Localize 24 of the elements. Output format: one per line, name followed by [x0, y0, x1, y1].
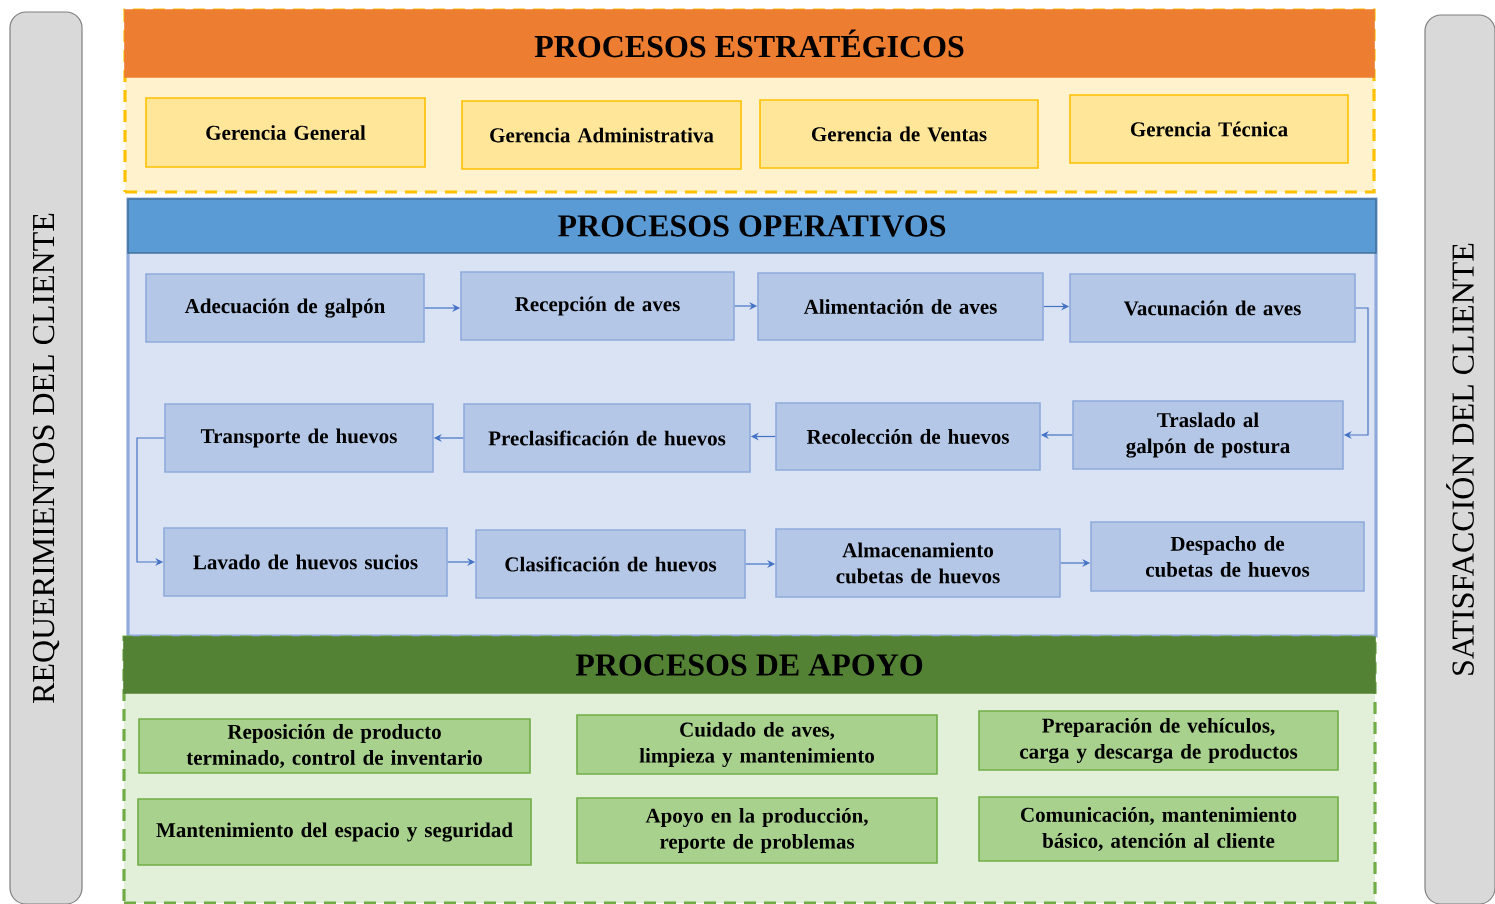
process-box: Gerencia de Ventas [759, 99, 1039, 169]
process-box: Recepción de aves [460, 271, 735, 341]
process-box: Reposición de producto terminado, control de inventario [138, 718, 531, 774]
process-box: Recolección de huevos [775, 402, 1041, 471]
process-box: Mantenimiento del espacio y seguridad [137, 798, 532, 866]
process-box: Traslado al galpón de postura [1072, 400, 1344, 470]
process-box: Lavado de huevos sucios [163, 527, 448, 597]
process-box: Clasificación de huevos [475, 529, 746, 599]
side-band: SATISFACCIÓN DEL CLIENTE [1424, 14, 1495, 904]
process-box: Cuidado de aves, limpieza y mantenimiento [576, 714, 938, 775]
process-box: Comunicación, mantenimiento básico, atención al cliente [978, 796, 1339, 862]
process-box: Apoyo en la producción, reporte de problemas [576, 797, 938, 864]
process-box: Alimentación de aves [757, 272, 1044, 341]
process-box: Vacunación de aves [1069, 273, 1356, 343]
process-box: Preclasificación de huevos [463, 403, 751, 473]
process-box: Gerencia Técnica [1069, 94, 1349, 164]
side-band: REQUERIMIENTOS DEL CLIENTE [9, 11, 83, 904]
process-box: Transporte de huevos [164, 403, 434, 473]
process-box: Adecuación de galpón [145, 273, 425, 343]
process-box: Despacho de cubetas de huevos [1090, 521, 1365, 592]
process-box: Almacenamiento cubetas de huevos [775, 528, 1061, 598]
process-box: Preparación de vehículos, carga y descarga de productos [978, 710, 1339, 771]
process-box: Gerencia Administrativa [461, 100, 742, 170]
process-box: Gerencia General [145, 97, 426, 168]
